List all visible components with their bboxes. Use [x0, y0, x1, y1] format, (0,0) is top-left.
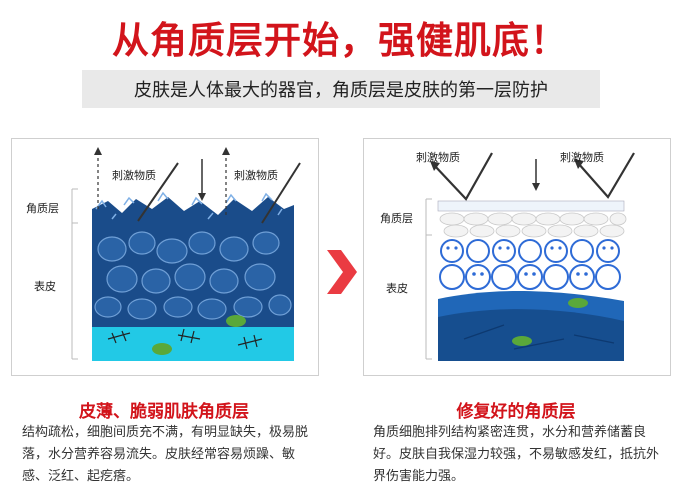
layer-label: 角质层	[380, 212, 413, 225]
page-title: 从角质层开始，强健肌底！	[112, 19, 568, 62]
transition-arrow-icon	[327, 250, 357, 294]
repaired-skin-diagram	[425, 152, 635, 361]
irritant-label: 刺激物质	[234, 169, 278, 182]
irritant-label: 刺激物质	[560, 151, 604, 164]
irritant-label: 刺激物质	[112, 169, 156, 182]
layer-label: 角质层	[26, 202, 59, 215]
subtitle-band: 皮肤是人体最大的器官，角质层是皮肤的第一层防护	[82, 70, 600, 108]
repaired-skin-illustration: 刺激物质 刺激物质 角质层 表皮	[363, 138, 671, 376]
epidermis-label: 表皮	[34, 280, 56, 293]
damaged-skin-diagram	[71, 147, 301, 361]
left-caption: 皮薄、脆弱肌肤角质层	[79, 402, 249, 422]
right-caption: 修复好的角质层	[456, 402, 576, 422]
epidermis-label: 表皮	[386, 282, 408, 295]
irritant-label: 刺激物质	[416, 151, 460, 164]
page-subtitle: 皮肤是人体最大的器官，角质层是皮肤的第一层防护	[134, 80, 548, 101]
left-description: 结构疏松，细胞间质充不满，有明显缺失，极易脱落，水分营养容易流失。皮肤经常容易烦…	[22, 425, 309, 484]
right-description: 角质细胞排列结构紧密连贯，水分和营养储蓄良好。皮肤自我保湿力较强，不易敏感发红，…	[373, 425, 660, 484]
damaged-skin-illustration: 刺激物质 刺激物质 角质层 表皮	[11, 138, 319, 376]
